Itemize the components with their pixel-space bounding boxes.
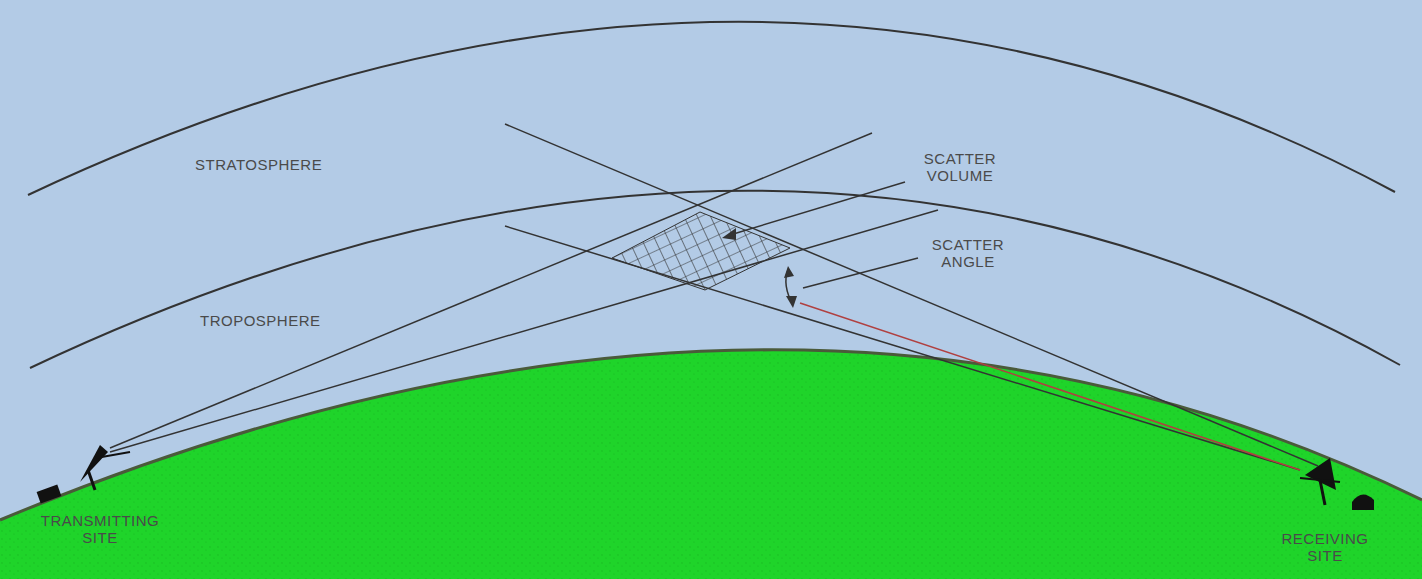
site-label: TRANSMITTING SITE (30, 512, 170, 547)
arrowhead (722, 228, 736, 240)
receiving-antenna (1300, 458, 1374, 510)
leader-line (730, 182, 905, 235)
leader-line (803, 258, 918, 288)
earth (0, 350, 1422, 579)
layer-label: STRATOSPHERE (195, 156, 322, 173)
site-label: RECEIVING SITE (1265, 530, 1385, 565)
arrowhead (784, 266, 794, 278)
arrowhead (786, 296, 797, 308)
scatter-volume (612, 212, 790, 290)
tropopause-boundary (30, 191, 1400, 368)
stratosphere-boundary (28, 22, 1395, 195)
callout-label: SCATTER ANGLE (918, 236, 1018, 271)
terrain-line (0, 350, 1422, 520)
beam-lines (110, 124, 1318, 470)
callout-label: SCATTER VOLUME (905, 150, 1015, 185)
transmitting-antenna (37, 445, 130, 503)
layer-label: TROPOSPHERE (200, 312, 321, 329)
